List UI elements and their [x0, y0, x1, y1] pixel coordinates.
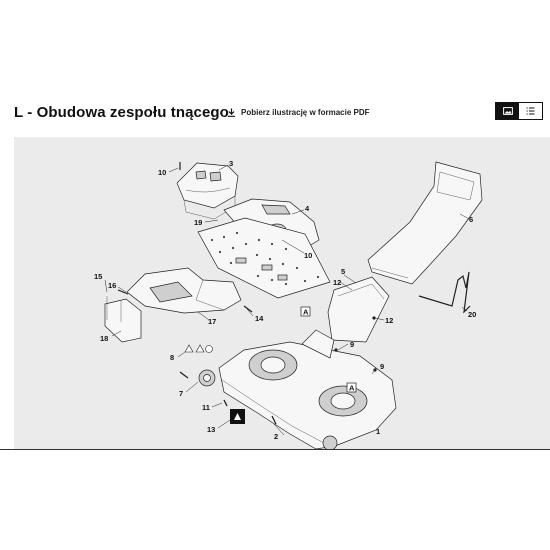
page-header: L - Obudowa zespołu tnącego Pobierz ilus…: [0, 98, 550, 130]
part-6-discharge-chute: [367, 161, 483, 285]
download-pdf-link[interactable]: Pobierz ilustrację w formacie PDF: [227, 108, 369, 117]
callout-12[interactable]: 12: [333, 278, 341, 287]
callout-10[interactable]: 10: [158, 168, 166, 177]
callout-18[interactable]: 18: [100, 334, 108, 343]
callout-4[interactable]: 4: [305, 204, 310, 213]
list-view-button[interactable]: [519, 103, 542, 119]
part-17-side-deflector: [126, 267, 242, 314]
marker-a-label: A: [303, 308, 309, 317]
callout-9[interactable]: 9: [380, 362, 384, 371]
callout-6[interactable]: 6: [469, 215, 473, 224]
callout-19[interactable]: 19: [194, 218, 202, 227]
callout-12[interactable]: 12: [385, 316, 393, 325]
divider: [0, 449, 550, 450]
part-18-bracket: [104, 296, 142, 343]
part-1-cutting-deck: [198, 329, 397, 449]
callout-14[interactable]: 14: [255, 314, 264, 323]
page-title: L - Obudowa zespołu tnącego: [14, 104, 229, 121]
callout-11[interactable]: 11: [202, 403, 210, 412]
warning-labels: [184, 344, 245, 424]
part-3-upper-cover: [176, 162, 239, 220]
part-20-spring: [418, 271, 471, 314]
callout-16[interactable]: 16: [108, 281, 116, 290]
image-view-button[interactable]: [496, 103, 519, 119]
callout-10[interactable]: 10: [304, 251, 312, 260]
callout-1[interactable]: 1: [376, 427, 380, 436]
list-view-icon: [526, 107, 535, 115]
image-view-icon: [502, 107, 513, 115]
callout-5[interactable]: 5: [341, 267, 345, 276]
callout-17[interactable]: 17: [208, 317, 216, 326]
fasteners: [117, 162, 377, 425]
callout-9[interactable]: 9: [350, 340, 354, 349]
callout-15[interactable]: 15: [94, 272, 102, 281]
callout-20[interactable]: 20: [468, 310, 476, 319]
callout-7[interactable]: 7: [179, 389, 183, 398]
view-toggle: [495, 102, 543, 120]
callouts: 10 3 4 19 10 5 12 6 15 16 17 14 12 20 18…: [94, 159, 476, 441]
download-icon: [227, 108, 236, 117]
callout-13[interactable]: 13: [207, 425, 215, 434]
callout-2[interactable]: 2: [274, 432, 278, 441]
parts-diagram: A A: [14, 137, 550, 449]
callout-3[interactable]: 3: [229, 159, 233, 168]
marker-a-label: A: [349, 384, 355, 393]
mounting-plate: [197, 217, 331, 299]
download-pdf-label: Pobierz ilustrację w formacie PDF: [241, 108, 370, 117]
part-5-deflector-box: [327, 276, 390, 343]
callout-8[interactable]: 8: [170, 353, 174, 362]
marker-a-boxes: A A: [300, 306, 357, 393]
exploded-view-drawing: A A: [94, 159, 483, 449]
leader-lines: [104, 164, 470, 436]
